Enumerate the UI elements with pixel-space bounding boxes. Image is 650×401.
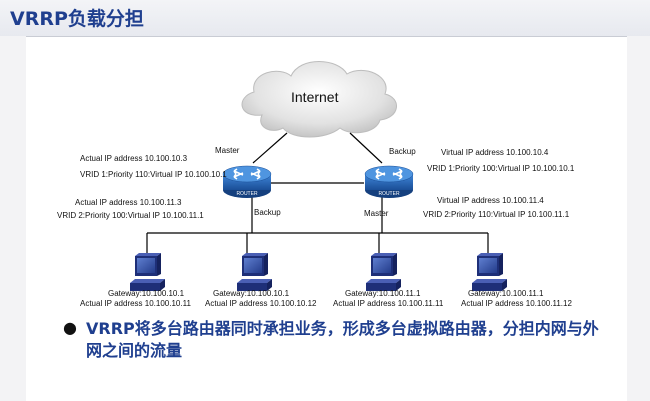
- right-router-virtual-ip-2: Virtual IP address 10.100.11.4: [437, 196, 544, 205]
- left-margin-bar: [0, 36, 26, 401]
- router-left-icon: ROUTER: [222, 165, 272, 199]
- host-1-computer-icon: [130, 253, 165, 291]
- host-2-computer-icon: [237, 253, 272, 291]
- host-1-actual-ip: Actual IP address 10.100.10.11: [80, 299, 191, 308]
- right-margin-bar: [627, 36, 650, 401]
- right-router-vrid-1: VRID 1:Priority 100:Virtual IP 10.100.10…: [427, 164, 575, 173]
- host-2-actual-ip: Actual IP address 10.100.10.12: [205, 299, 317, 308]
- right-router-role-master: Master: [364, 209, 389, 218]
- router-right-caption: ROUTER: [378, 191, 400, 197]
- right-router-vrid-2: VRID 2:Priority 110:Virtual IP 10.100.11…: [423, 210, 570, 219]
- right-router-role-backup: Backup: [389, 147, 416, 156]
- host-3-actual-ip: Actual IP address 10.100.11.11: [333, 299, 444, 308]
- slide-header: VRRP负载分担: [0, 0, 650, 37]
- host-1-gateway: Gateway:10.100.10.1: [108, 289, 185, 298]
- right-router-virtual-ip-1: Virtual IP address 10.100.10.4: [441, 148, 549, 157]
- router-left-caption: ROUTER: [236, 191, 258, 197]
- internet-label: Internet: [291, 89, 339, 105]
- internet-cloud: [241, 61, 397, 138]
- network-links: [146, 132, 489, 255]
- host-4-gateway: Gateway:10.100.11.1: [468, 289, 544, 298]
- host-3-computer-icon: [366, 253, 401, 291]
- left-router-actual-ip-1: Actual IP address 10.100.10.3: [80, 154, 188, 163]
- left-router-vrid-2: VRID 2:Priority 100:Virtual IP 10.100.11…: [57, 211, 204, 220]
- host-4-actual-ip: Actual IP address 10.100.11.12: [461, 299, 572, 308]
- bullet-text: VRRP将多台路由器同时承担业务，形成多台虚拟路由器，分担内网与外网之间的流量: [86, 319, 599, 360]
- host-3-gateway: Gateway:10.100.11.1: [345, 289, 421, 298]
- left-router-actual-ip-2: Actual IP address 10.100.11.3: [75, 198, 182, 207]
- left-router-role-backup: Backup: [254, 208, 281, 217]
- host-4-computer-icon: [472, 253, 507, 291]
- host-2-gateway: Gateway:10.100.10.1: [213, 289, 290, 298]
- left-router-role-master: Master: [215, 146, 240, 155]
- router-right-icon: ROUTER: [364, 165, 414, 199]
- bullet-marker: ●: [63, 318, 77, 337]
- left-router-vrid-1: VRID 1:Priority 110:Virtual IP 10.100.10…: [80, 170, 227, 179]
- slide-title: VRRP负载分担: [10, 8, 144, 30]
